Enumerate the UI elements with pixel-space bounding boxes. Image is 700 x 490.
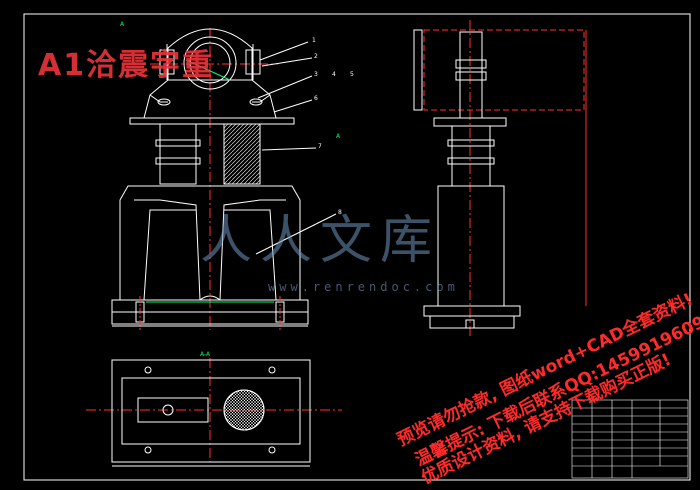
front-view	[111, 28, 337, 330]
title-block	[571, 399, 689, 479]
side-view	[413, 20, 587, 336]
view-label-front: A	[120, 21, 125, 28]
drawing-border	[23, 13, 691, 481]
leader-number: 7	[318, 143, 322, 150]
leader-number: 2	[314, 53, 318, 60]
view-label-plan: A-A	[200, 351, 211, 358]
watermark-logo: 人人文库	[200, 211, 441, 271]
drawing-title-stamp: A1洽震字重	[38, 48, 215, 83]
leader-number: 1	[312, 37, 316, 44]
watermark-url: www.renrendoc.com	[268, 280, 459, 294]
leader-number: 5	[350, 71, 354, 78]
leader-number: 8	[338, 209, 342, 216]
leader-number: 4	[332, 71, 336, 78]
leader-number: 3	[314, 71, 318, 78]
view-label-side: A	[336, 133, 341, 140]
leader-number: 6	[314, 95, 318, 102]
plan-view	[86, 358, 342, 467]
